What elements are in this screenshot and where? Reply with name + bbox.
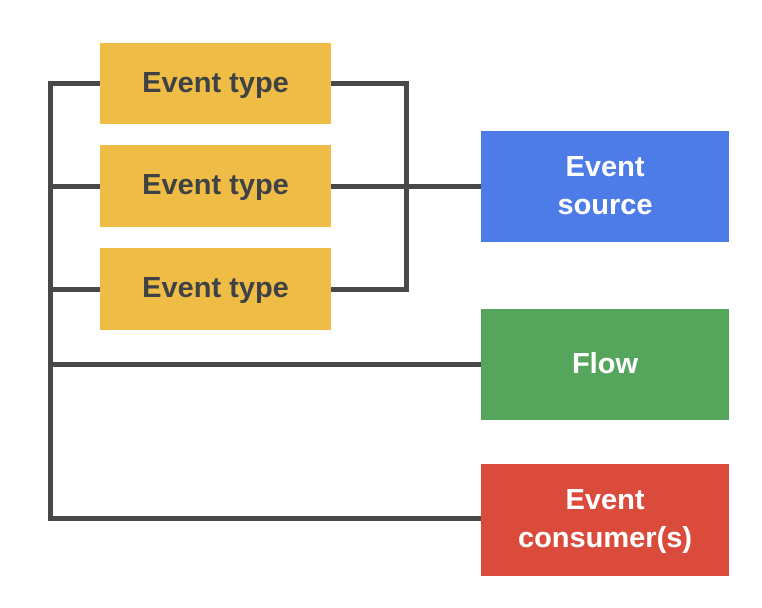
event-type-label-1: Event type xyxy=(142,66,289,99)
connector-left-stub-event-type-1 xyxy=(48,81,105,86)
connector-left-vertical-bus xyxy=(48,81,53,521)
event-type-box-1: Event type xyxy=(100,43,331,124)
connector-right-stub-event-type-3 xyxy=(331,287,409,292)
event-type-label-2: Event type xyxy=(142,169,289,202)
event-type-label-3: Event type xyxy=(142,272,289,305)
connector-right-stub-event-type-1 xyxy=(331,81,409,86)
connector-left-stub-event-type-2 xyxy=(48,184,105,189)
event-source-box: Event source xyxy=(481,131,729,242)
flow-box: Flow xyxy=(481,309,729,420)
event-type-box-2: Event type xyxy=(100,145,331,227)
event-type-box-3: Event type xyxy=(100,248,331,330)
connector-to-event-consumers xyxy=(48,516,486,521)
connector-to-flow xyxy=(48,362,486,367)
connector-left-stub-event-type-3 xyxy=(48,287,105,292)
connector-to-event-source xyxy=(331,184,481,189)
event-consumers-box: Event consumer(s) xyxy=(481,464,729,576)
flow-label: Flow xyxy=(571,347,639,380)
event-source-label: Event source xyxy=(557,150,653,221)
event-consumers-label: Event consumer(s) xyxy=(517,484,693,554)
